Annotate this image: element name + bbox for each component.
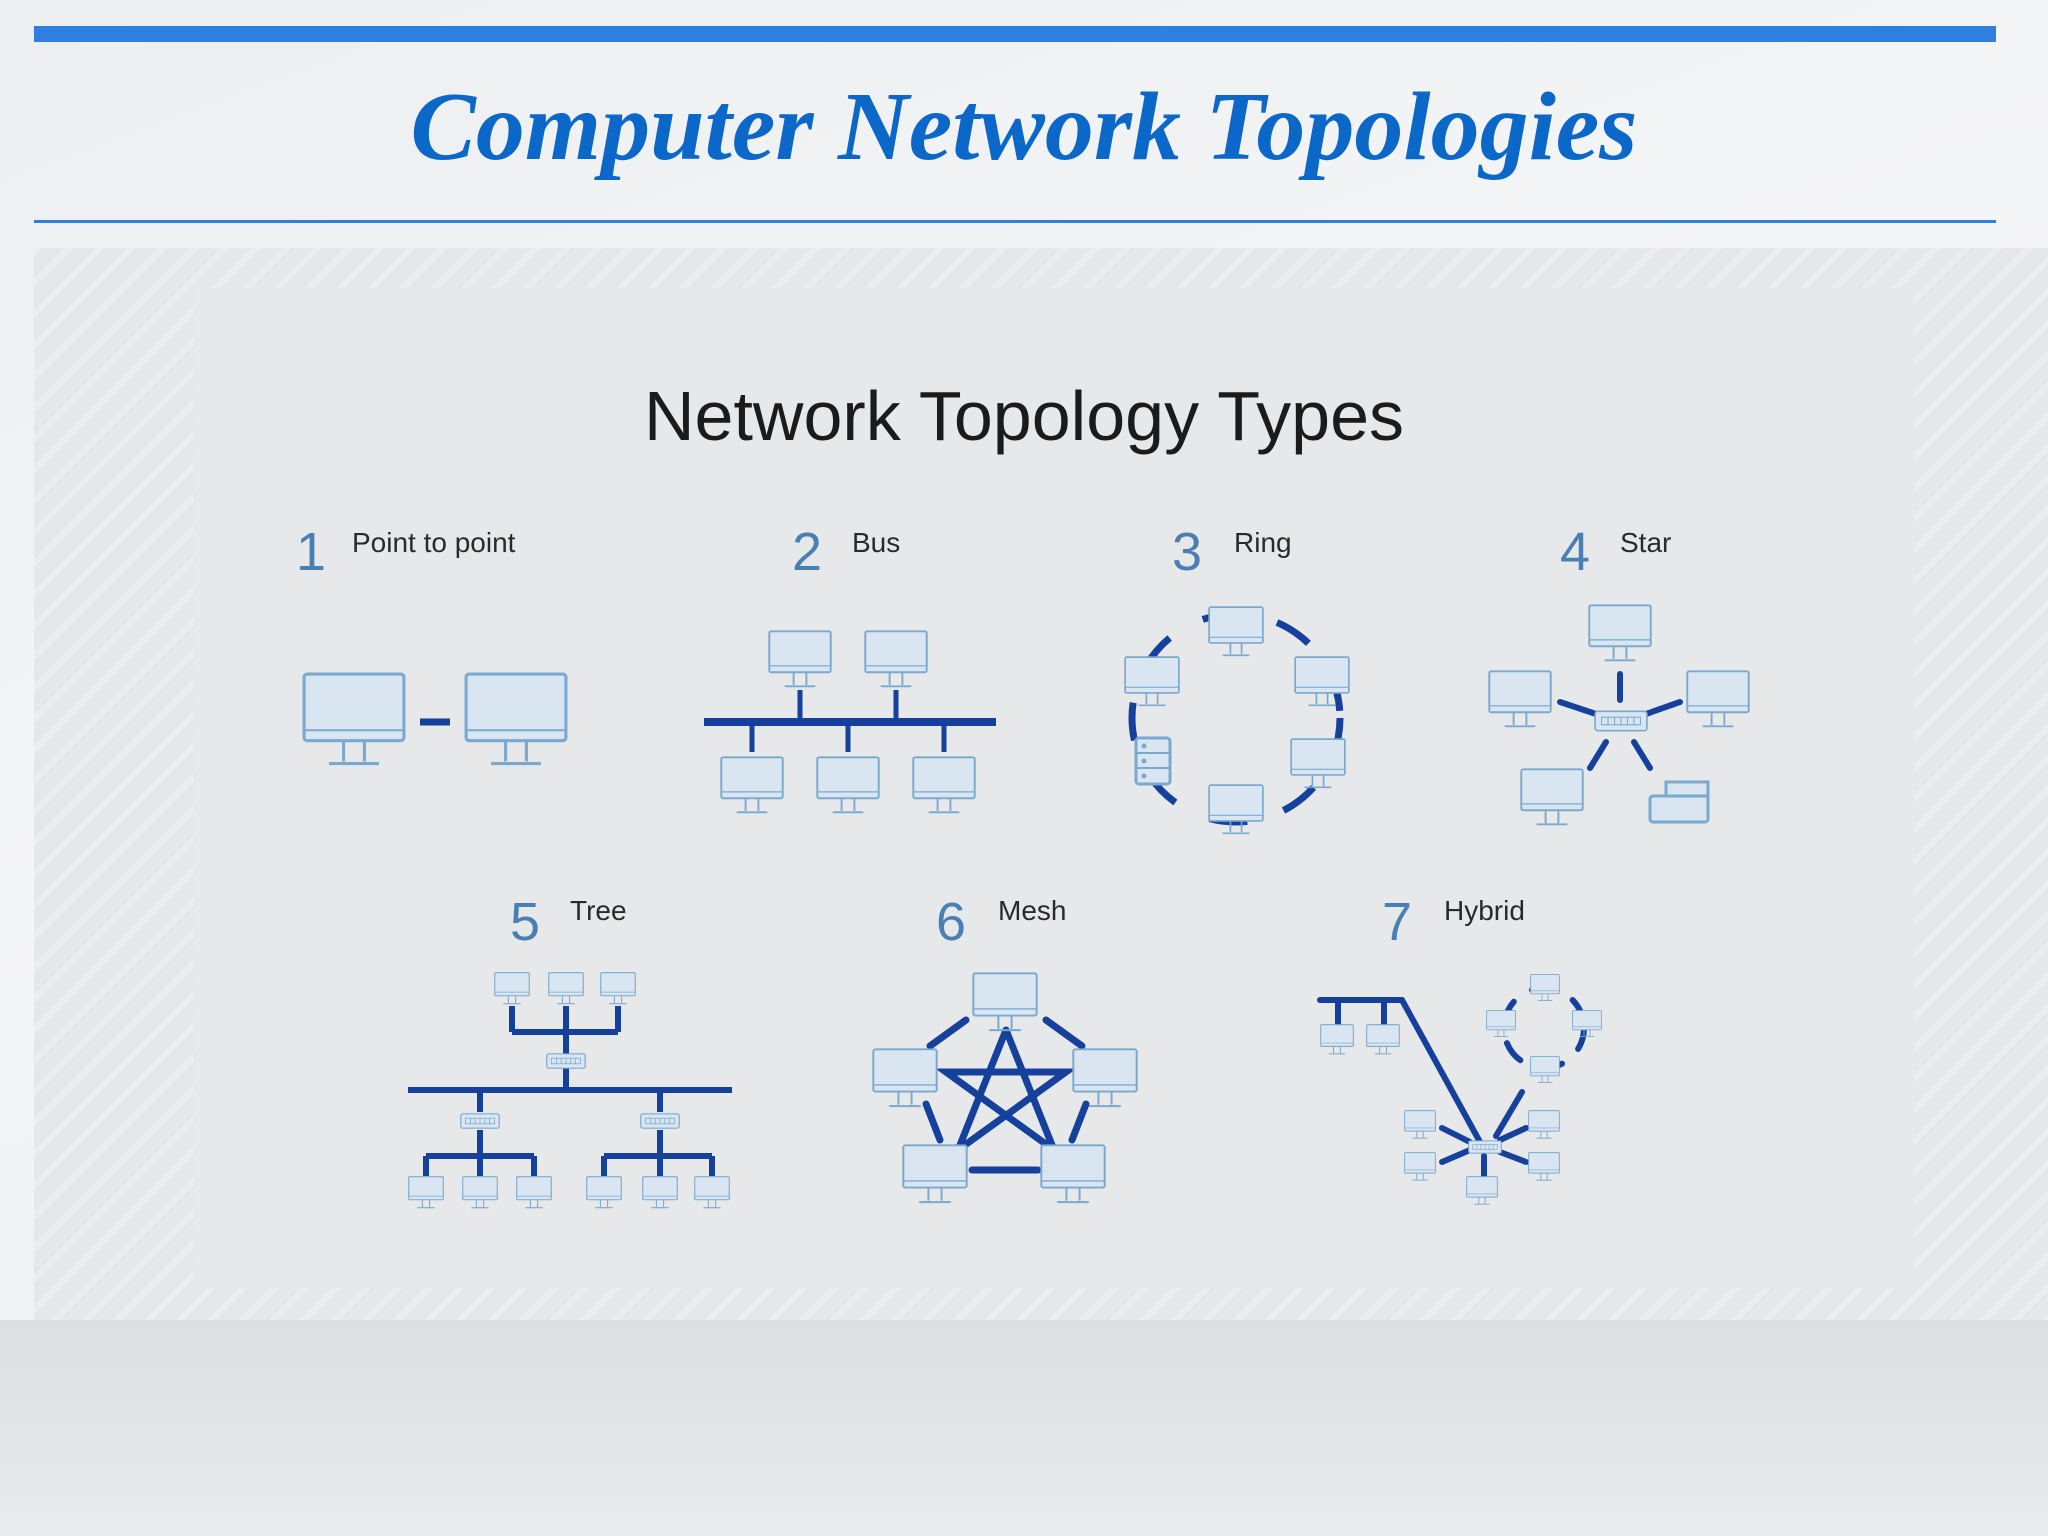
- topology-star: 4 Star: [1488, 522, 1750, 826]
- topology-point-to-point: 1 Point to point: [296, 522, 568, 766]
- topology-label: Star: [1620, 527, 1671, 558]
- topology-label: Point to point: [352, 527, 516, 558]
- topology-label: Bus: [852, 527, 900, 558]
- computer-icon: [768, 630, 832, 688]
- computer-icon: [902, 1144, 968, 1204]
- topology-number: 5: [510, 892, 540, 952]
- switch-icon: [460, 1113, 500, 1129]
- topology-number: 4: [1560, 522, 1590, 582]
- switch-icon: [546, 1053, 586, 1069]
- computer-icon: [1208, 606, 1264, 657]
- computer-icon: [694, 1176, 730, 1209]
- computer-icon: [1486, 1010, 1516, 1037]
- bus-drops: [749, 690, 947, 752]
- topology-number: 3: [1172, 522, 1202, 582]
- topology-tree: 5 Tree: [408, 892, 732, 1209]
- mesh-links: [922, 1016, 1090, 1174]
- tree-links: [408, 1006, 732, 1176]
- printer-icon: [1648, 780, 1710, 824]
- slide-title: Computer Network Topologies: [410, 73, 1638, 181]
- computer-icon: [408, 1176, 444, 1209]
- computer-icon: [1572, 1010, 1602, 1037]
- server-icon: [1134, 736, 1172, 786]
- switch-icon: [1468, 1140, 1502, 1154]
- topology-number: 1: [296, 522, 326, 582]
- computer-icon: [1072, 1048, 1138, 1108]
- computer-icon: [1320, 1024, 1354, 1055]
- computer-icon: [548, 972, 584, 1005]
- topology-number: 6: [936, 892, 966, 952]
- computer-icon: [864, 630, 928, 688]
- computer-icon: [872, 1048, 938, 1108]
- footer-band: [0, 1320, 2048, 1536]
- computer-icon: [1686, 670, 1750, 728]
- computer-icon: [1488, 670, 1552, 728]
- computer-icon: [1366, 1024, 1400, 1055]
- topology-number: 7: [1382, 892, 1412, 952]
- computer-icon: [642, 1176, 678, 1209]
- computer-icon: [816, 756, 880, 814]
- computer-icon: [1290, 738, 1346, 789]
- computer-icon: [912, 756, 976, 814]
- topology-label: Hybrid: [1444, 895, 1525, 926]
- computer-icon: [600, 972, 636, 1005]
- computer-icon: [302, 672, 406, 766]
- computer-icon: [1530, 1056, 1560, 1083]
- topology-hybrid: 7 Hybrid: [1317, 892, 1602, 1205]
- computer-icon: [1404, 1110, 1436, 1139]
- topology-number: 2: [792, 522, 822, 582]
- computer-icon: [1466, 1176, 1498, 1205]
- computer-icon: [586, 1176, 622, 1209]
- switch-icon: [1594, 710, 1648, 732]
- computer-icon: [1588, 604, 1652, 662]
- computer-icon: [516, 1176, 552, 1209]
- computer-icon: [1404, 1152, 1436, 1181]
- computer-icon: [720, 756, 784, 814]
- topology-ring: 3 Ring: [1124, 522, 1350, 835]
- topology-bus: 2 Bus: [704, 522, 996, 814]
- computer-icon: [1040, 1144, 1106, 1204]
- topology-mesh: 6 Mesh: [872, 892, 1138, 1204]
- topology-label: Tree: [570, 895, 627, 926]
- computer-icon: [1208, 784, 1264, 835]
- star-links: [1557, 671, 1683, 771]
- computer-icon: [1528, 1152, 1560, 1181]
- topology-label: Mesh: [998, 895, 1066, 926]
- header-bottom-rule: [34, 220, 1996, 223]
- hybrid-links: [1317, 985, 1587, 1181]
- computer-icon: [494, 972, 530, 1005]
- figure-heading: Network Topology Types: [644, 377, 1404, 455]
- computer-icon: [972, 972, 1038, 1032]
- topology-label: Ring: [1234, 527, 1292, 558]
- computer-icon: [462, 1176, 498, 1209]
- computer-icon: [1530, 974, 1560, 1001]
- computer-icon: [1124, 656, 1180, 707]
- switch-icon: [640, 1113, 680, 1129]
- computer-icon: [464, 672, 568, 766]
- header-top-rule: [34, 26, 1996, 42]
- computer-icon: [1528, 1110, 1560, 1139]
- computer-icon: [1520, 768, 1584, 826]
